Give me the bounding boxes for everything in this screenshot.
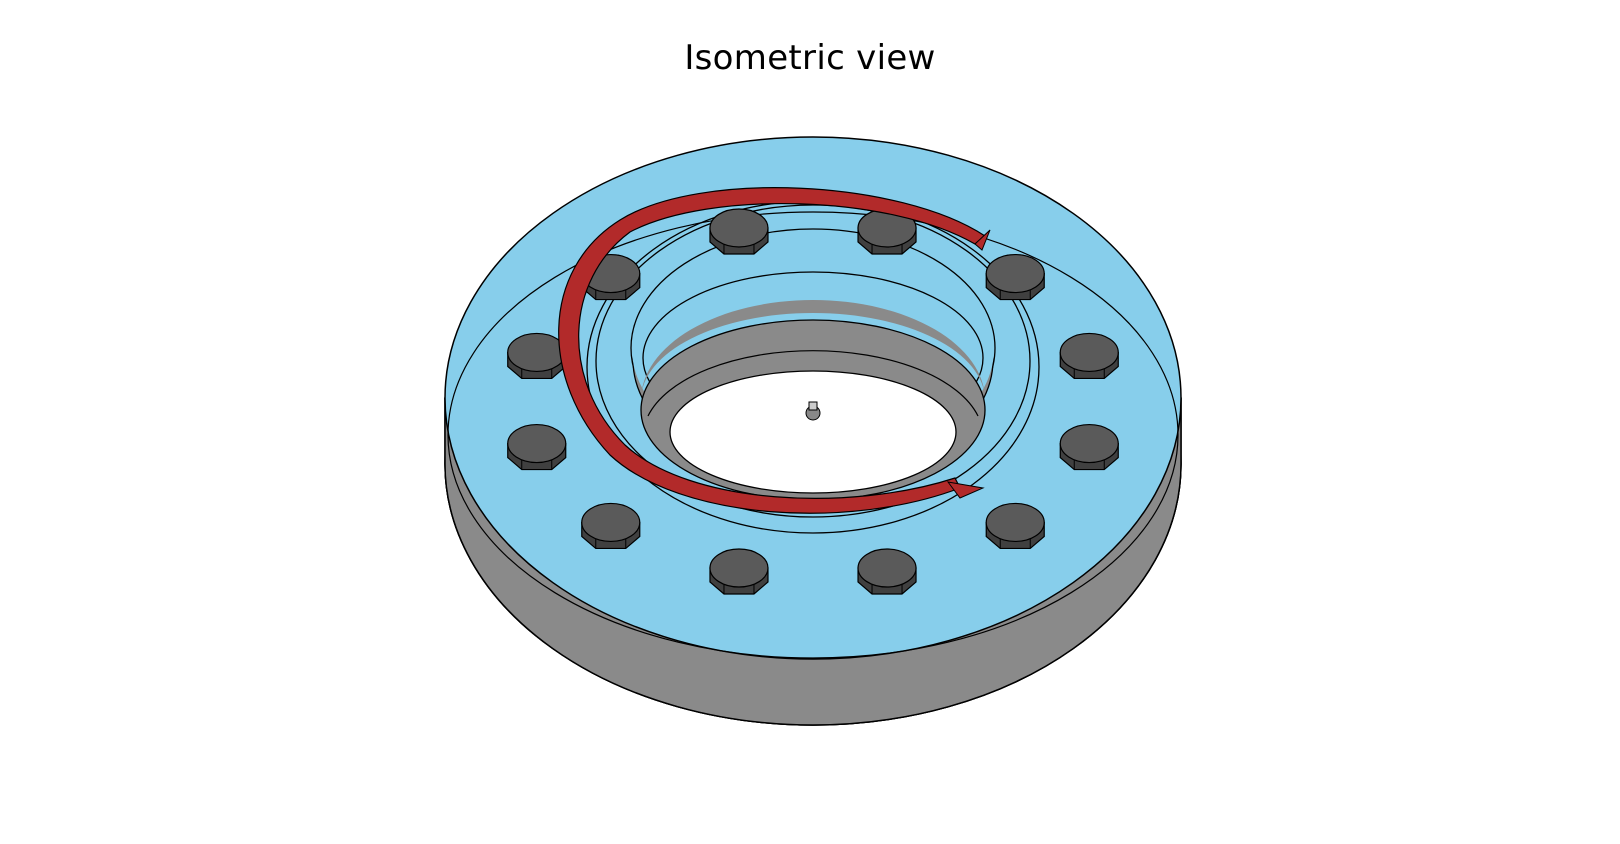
- bolt-head: [709, 208, 769, 255]
- bolt-head: [507, 423, 567, 471]
- bore-hole: [669, 370, 957, 494]
- bolt-head: [1059, 332, 1119, 380]
- bolt-head: [709, 548, 769, 595]
- bolt-head: [857, 208, 917, 255]
- bolt-head: [581, 502, 641, 550]
- bolt-circle: [507, 208, 1119, 595]
- bolt-head: [507, 332, 567, 380]
- flange-rim-line: [447, 211, 1179, 659]
- rotation-arrow: [558, 187, 991, 514]
- bolt-head: [985, 253, 1045, 301]
- bolt-head: [857, 548, 917, 595]
- bolt-head: [985, 502, 1045, 550]
- bolt-head: [1059, 423, 1119, 471]
- view-title: Isometric view: [684, 38, 936, 78]
- center-marker: [805, 401, 821, 421]
